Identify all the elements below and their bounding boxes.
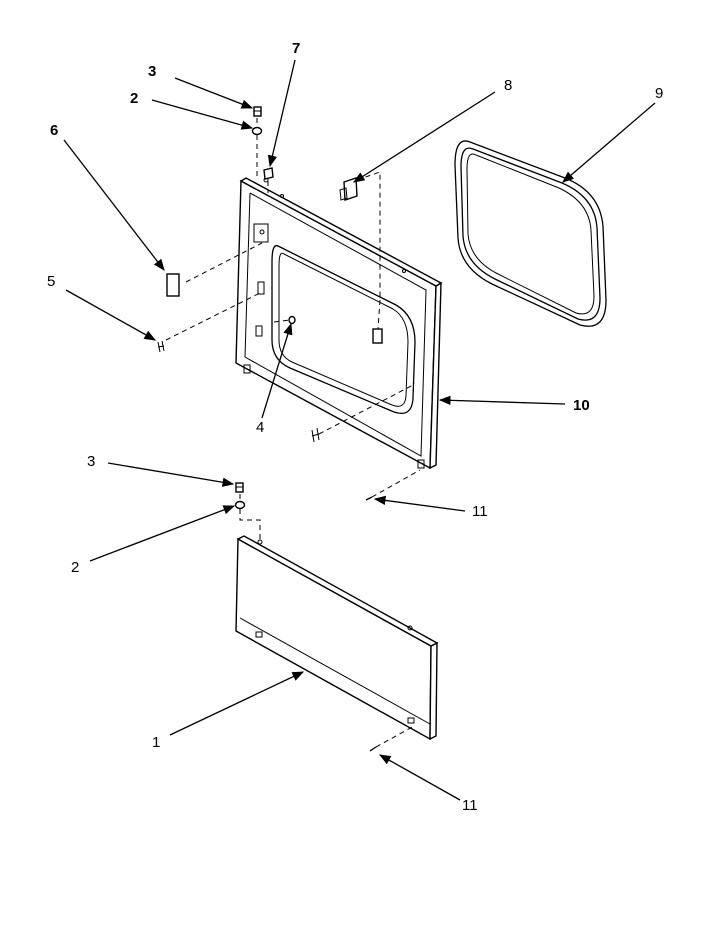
screw-icon	[235, 482, 244, 493]
callout-10: 10	[573, 397, 590, 414]
callout-9: 9	[655, 85, 663, 102]
hinge-bracket-icon	[339, 177, 358, 201]
frame-clip-icon	[311, 427, 320, 443]
spring-clip-icon	[157, 340, 165, 353]
callout-7: 7	[292, 40, 300, 57]
washer-icon	[234, 500, 246, 510]
callout-4: 4	[256, 419, 264, 436]
leader-lines	[63, 59, 656, 801]
assembly-lines	[165, 118, 421, 748]
small-screw-icon	[369, 746, 377, 752]
kick-panel	[235, 535, 439, 741]
callout-labels: 3 2 7 8 9 6 5 4 10 3 11 2 1 11	[47, 40, 663, 814]
callout-11-bottom: 11	[462, 797, 478, 814]
callout-2-top: 2	[130, 90, 138, 107]
callout-2-bottom: 2	[71, 559, 79, 576]
callout-5: 5	[47, 273, 55, 290]
callout-6: 6	[50, 122, 58, 139]
label-plate-icon	[166, 273, 180, 297]
callout-11-mid: 11	[472, 503, 488, 520]
callout-3-bottom: 3	[87, 453, 95, 470]
fastener-icon	[288, 315, 296, 325]
callout-3-top: 3	[148, 63, 156, 80]
clip-icon	[263, 167, 274, 180]
callout-8: 8	[504, 77, 512, 94]
washer-icon	[251, 126, 263, 136]
strike-icon	[372, 328, 383, 344]
small-screw-icon	[365, 496, 373, 501]
front-panel-frame	[235, 177, 443, 470]
door-gasket	[454, 140, 607, 327]
screw-icon	[253, 106, 262, 117]
callout-1: 1	[152, 734, 160, 751]
